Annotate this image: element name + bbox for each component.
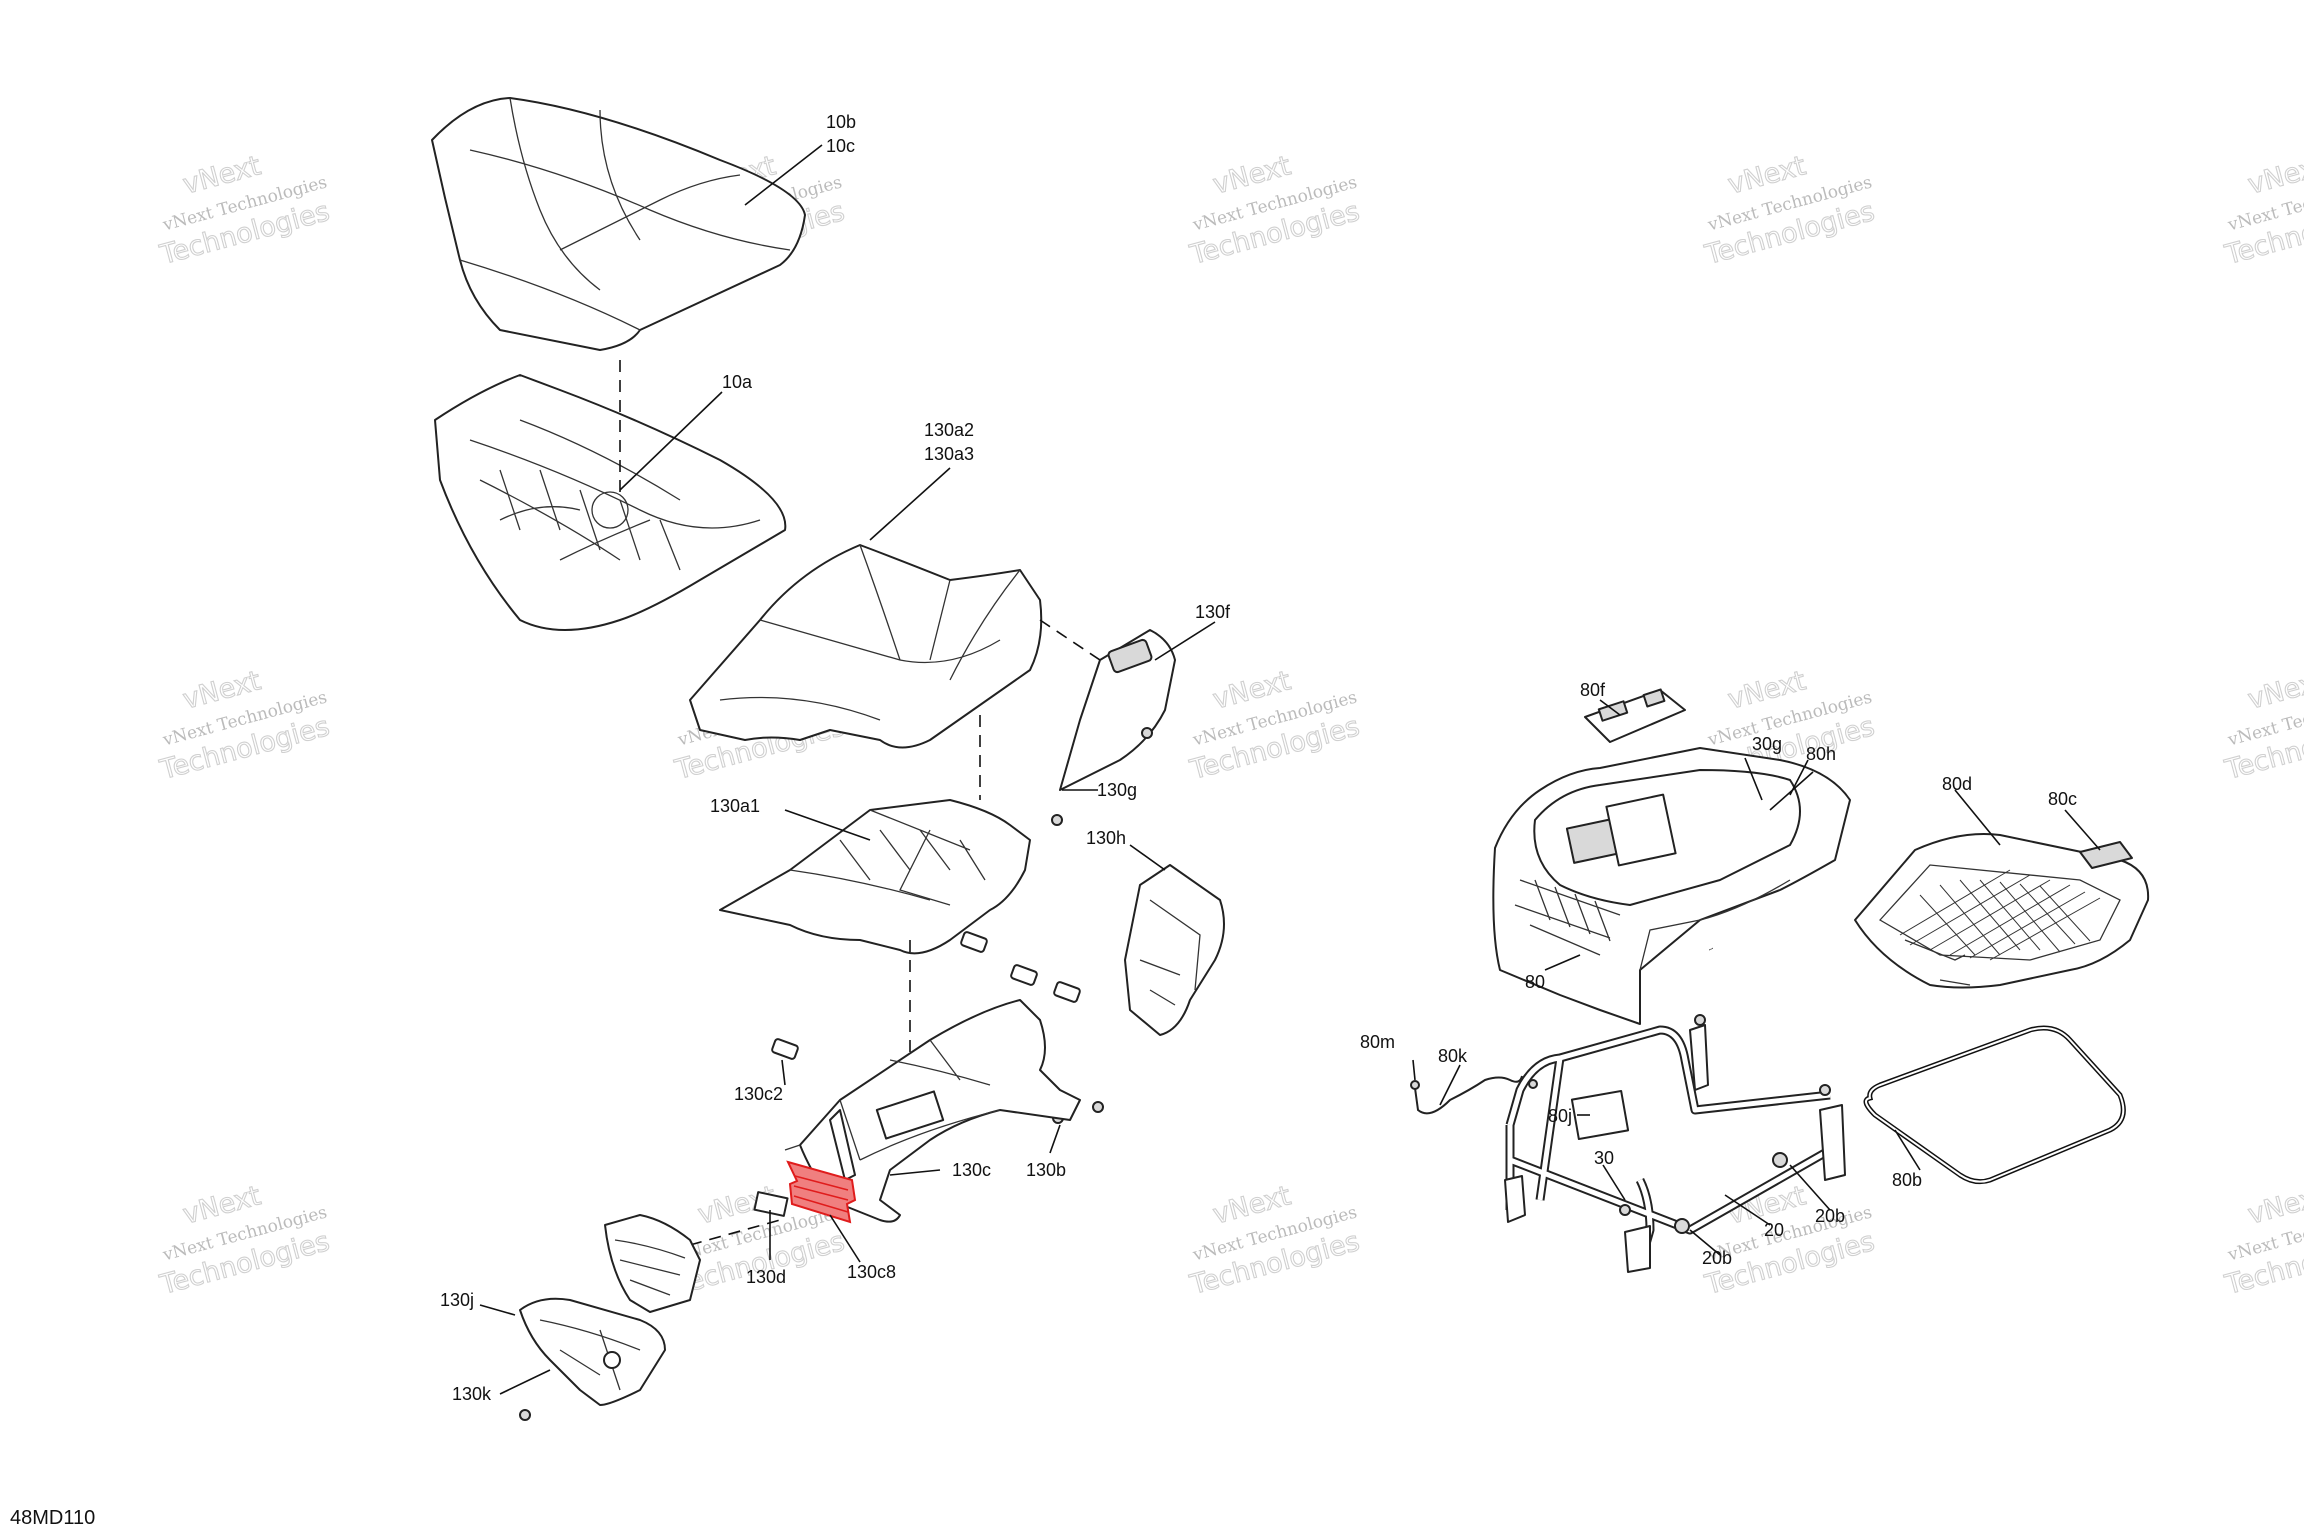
callout-20b-right[interactable]: 20b [1815, 1206, 1845, 1226]
callout-130c[interactable]: 130c [952, 1160, 991, 1180]
seat-base-10a[interactable] [434, 374, 787, 631]
callout-130h[interactable]: 130h [1086, 828, 1126, 848]
callout-80f[interactable]: 80f [1580, 680, 1606, 700]
cable-80k[interactable] [1410, 1075, 1523, 1115]
assembly-line [979, 619, 1101, 800]
callout-10c[interactable]: 10c [826, 136, 855, 156]
callout-80[interactable]: 80 [1525, 972, 1545, 992]
callout-80b[interactable]: 80b [1892, 1170, 1922, 1190]
assembly-line [689, 1219, 781, 1246]
callout-80k[interactable]: 80k [1438, 1046, 1468, 1066]
callout-130a3[interactable]: 130a3 [924, 444, 974, 464]
seal-80b[interactable] [1863, 1025, 2126, 1185]
mounting-frame-20[interactable] [1504, 1014, 1846, 1273]
callout-130c2[interactable]: 130c2 [734, 1084, 783, 1104]
label-plate-130d[interactable] [753, 1191, 789, 1217]
callout-20[interactable]: 20 [1764, 1220, 1784, 1240]
callout-130a2[interactable]: 130a2 [924, 420, 974, 440]
callout-80h[interactable]: 80h [1806, 744, 1836, 764]
backrest-cover-130a2[interactable] [689, 544, 1043, 749]
inner-frame-130a1[interactable] [719, 799, 1031, 955]
watermark-text: vNext [2245, 665, 2304, 715]
callout-80j[interactable]: 80j [1548, 1106, 1572, 1126]
diagram-code: 48MD110 [10, 1507, 95, 1529]
callout-130b[interactable]: 130b [1026, 1160, 1066, 1180]
lid-grid [1899, 869, 2101, 961]
callout-130k[interactable]: 130k [452, 1384, 492, 1404]
callout-130j[interactable]: 130j [440, 1290, 474, 1310]
callout-130c8[interactable]: 130c8 [847, 1262, 896, 1282]
box-logo: ~ [1706, 943, 1716, 954]
callout-80c[interactable]: 80c [2048, 789, 2077, 809]
callout-30[interactable]: 30 [1594, 1148, 1614, 1168]
watermark-text: vNext [2245, 150, 2304, 200]
callout-10b[interactable]: 10b [826, 112, 856, 132]
frame-130c[interactable] [784, 999, 1081, 1223]
latch-80c[interactable] [2079, 841, 2133, 869]
highlighted-part-130c8[interactable] [786, 1160, 857, 1224]
watermark-text: vNext [2245, 1180, 2304, 1230]
callout-80m[interactable]: 80m [1360, 1032, 1395, 1052]
leader-lines [479, 144, 2101, 1395]
callout-130f[interactable]: 130f [1195, 602, 1231, 622]
callout-130d[interactable]: 130d [746, 1267, 786, 1287]
bushing-parts [519, 814, 1104, 1421]
callout-80d[interactable]: 80d [1942, 774, 1972, 794]
storage-box-80[interactable]: ~ [1492, 747, 1851, 1025]
callout-30g[interactable]: 30g [1752, 734, 1782, 754]
side-panel-130f[interactable] [1059, 629, 1176, 791]
latch-plate-80f[interactable] [1584, 688, 1686, 743]
label-80j[interactable] [1570, 1089, 1630, 1141]
callout-10a[interactable]: 10a [722, 372, 753, 392]
callout-130g[interactable]: 130g [1097, 780, 1137, 800]
callout-20b-bottom[interactable]: 20b [1702, 1248, 1732, 1268]
clip-housing-130h[interactable] [1124, 864, 1225, 1036]
seat-cushion-10b[interactable] [431, 97, 806, 351]
callout-labels: 10b 10c 10a 130a2 130a3 130f 130g 130a1 … [440, 112, 2077, 1404]
callout-130a1[interactable]: 130a1 [710, 796, 760, 816]
bracket-130j[interactable] [519, 1297, 666, 1406]
lid-80d[interactable] [1854, 833, 2150, 989]
cover-piece[interactable] [604, 1214, 701, 1313]
